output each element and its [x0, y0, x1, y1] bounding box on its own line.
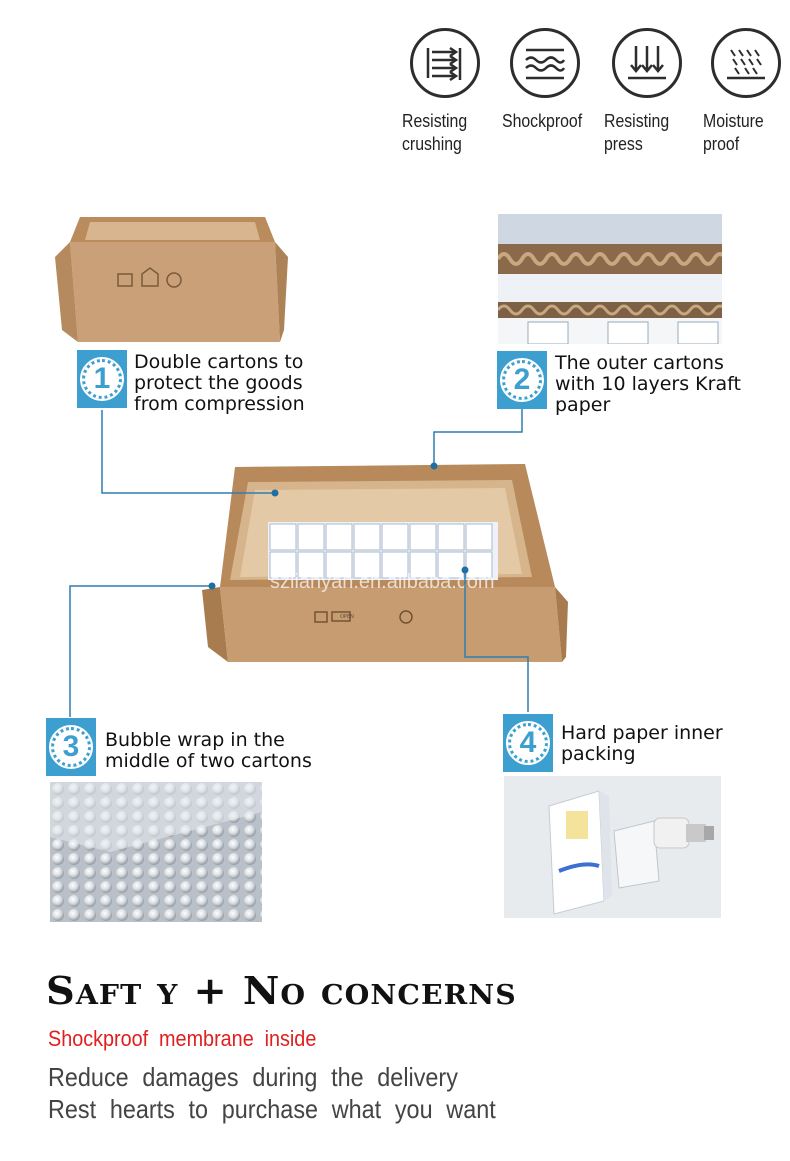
step-1-text: Double cartons to protect the goods from…: [134, 351, 305, 415]
step-number: 1: [80, 357, 124, 401]
step-1-badge: 1: [77, 350, 127, 408]
bubble-wrap-photo: [50, 782, 262, 922]
step-3-badge: 3: [46, 718, 96, 776]
step-4-badge: 4: [503, 714, 553, 772]
step-4-text: Hard paper inner packing: [561, 722, 723, 765]
feature-label: Resisting crushing: [402, 111, 468, 154]
step-number: 2: [500, 358, 544, 402]
feature-label: Moisture proof: [703, 111, 764, 154]
step-number: 4: [506, 721, 550, 765]
step-2-badge: 2: [497, 351, 547, 409]
feature-resisting-crushing: Resisting crushing: [402, 28, 488, 156]
feature-resisting-press: Resisting press: [604, 28, 690, 156]
feature-label: Shockproof: [502, 111, 583, 131]
feature-moisture-proof: Moisture proof: [703, 28, 789, 156]
feature-label: Resisting press: [604, 111, 670, 154]
inner-packing-photo: [504, 776, 721, 918]
step-number: 3: [49, 725, 93, 769]
step-3-text: Bubble wrap in the middle of two cartons: [105, 729, 312, 772]
shock-icon: [510, 28, 580, 98]
feature-shockproof: Shockproof: [502, 28, 588, 133]
subline: Shockproof membrane inside: [48, 1026, 317, 1051]
moisture-icon: [711, 28, 781, 98]
step-2-text: The outer cartons with 10 layers Kraft p…: [555, 352, 741, 416]
headline: Saft y + No concerns: [46, 968, 517, 1013]
double-carton-photo: [50, 212, 290, 347]
watermark: szlianyan.en.alibaba.com: [270, 571, 495, 593]
crush-icon: [410, 28, 480, 98]
box-open-mark: OPEN: [340, 614, 354, 620]
kraft-paper-photo: [498, 214, 722, 344]
press-icon: [612, 28, 682, 98]
center-carton-photo: OPEN szlianyan.en.alibaba.com: [200, 462, 570, 667]
body-line-2: Rest hearts to purchase what you want: [48, 1094, 496, 1124]
body-line-1: Reduce damages during the delivery: [48, 1062, 458, 1092]
